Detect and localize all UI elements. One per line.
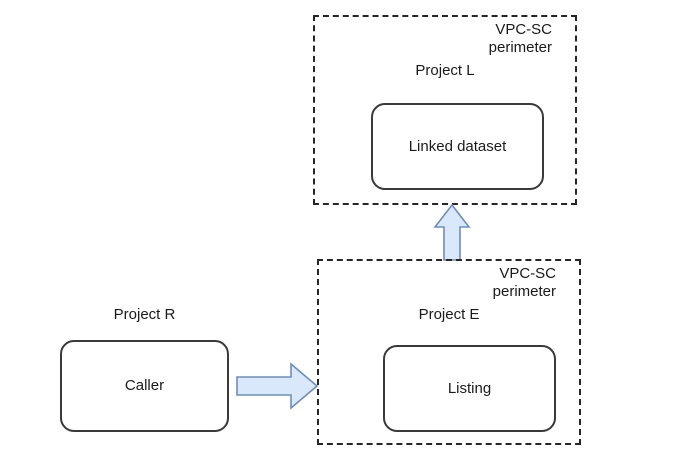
vpc-sc-perimeter-lower — [317, 259, 581, 445]
node-caller[interactable]: Caller — [60, 340, 229, 432]
vpc-sc-perimeter-label-lower: VPC-SC perimeter — [492, 265, 556, 300]
node-caller-label: Caller — [124, 377, 165, 394]
arrow-caller-to-listing — [236, 362, 319, 410]
node-linked-dataset[interactable]: Linked dataset — [371, 103, 544, 190]
node-listing-label: Listing — [447, 379, 492, 397]
project-label-e: Project E — [418, 306, 480, 323]
arrow-listing-to-linked-dataset — [433, 203, 471, 261]
node-linked-dataset-label: Linked dataset — [408, 137, 507, 155]
node-listing[interactable]: Listing — [383, 345, 556, 432]
vpc-sc-perimeter-label-upper: VPC-SC perimeter — [488, 21, 552, 56]
project-label-r: Project R — [113, 306, 176, 323]
project-label-l: Project L — [415, 62, 475, 79]
vpc-sc-perimeter-upper — [313, 15, 577, 205]
